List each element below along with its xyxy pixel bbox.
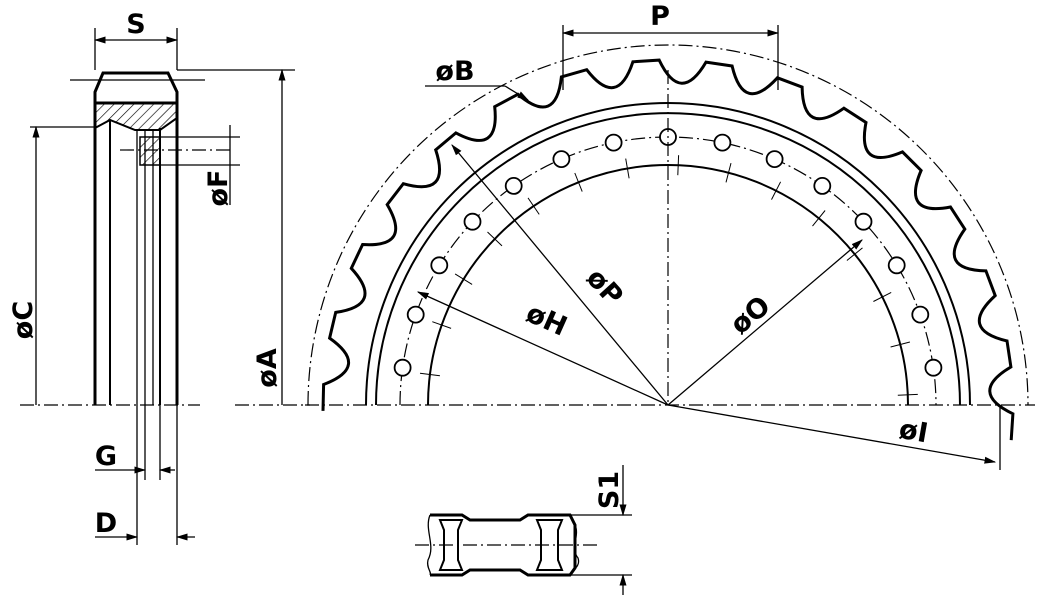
sprocket-front-view: øP øH øO øI øB P [305,1,1035,470]
rim-hatched-section [94,102,178,131]
diameter-a-dimension: øA [235,68,310,406]
label-oB: øB [435,56,474,87]
label-oI: øI [897,414,931,449]
bolt-hole [406,305,425,324]
bolt-holes-group [393,128,943,377]
bolt-hole [552,150,571,169]
sprocket-tooth-profile [321,58,1015,441]
tooth-tick [574,172,583,192]
tooth-crown-outline [93,71,179,105]
side-section-view: S øC øF G D [8,9,295,545]
tooth-tick [725,162,732,183]
tooth-tick [432,321,452,329]
label-oF: øF [203,170,234,207]
label-P: P [650,1,670,32]
tooth-tick [527,197,540,215]
label-oO: øO [725,290,777,340]
tooth-tick [873,291,892,302]
hub-circle-o [427,164,909,406]
tooth-tick [890,341,911,348]
tip-circle-b [307,44,1029,406]
tooth-center-ticks [419,155,918,396]
label-oA: øA [252,348,283,388]
bolt-hole [887,256,906,275]
label-S1: S1 [594,471,625,509]
radius-line-o [667,239,863,406]
radius-line-i [667,404,997,464]
label-S: S [126,9,145,40]
tooth-tick [897,393,918,396]
tooth-tick [419,372,440,377]
bolt-hole [911,305,930,324]
radius-line-h [416,291,669,406]
tooth-tick [812,210,826,227]
bolt-hole [813,176,832,195]
tooth-tick [771,181,782,200]
label-oC: øC [8,301,39,339]
bolt-hole [765,150,784,169]
segment-break-line [426,514,432,576]
label-oH: øH [521,298,571,343]
bolt-hole [463,212,482,231]
b-leader [504,85,529,101]
label-G: G [95,441,117,472]
label-D: D [95,508,117,539]
tooth-tick [487,231,503,247]
tooth-tick [625,158,630,179]
bolt-hole [430,256,449,275]
pocket-right [535,519,564,571]
label-oP: øP [580,263,629,312]
segment-break-right [574,524,580,569]
bolt-hole [604,133,623,152]
bolt-hole [854,212,873,231]
tooth-tick [454,273,473,285]
pocket-left [438,519,464,571]
bolt-hole [713,133,732,152]
tooth-tick [846,247,863,261]
radius-line-p [451,144,669,406]
tooth-tick [677,155,680,176]
bolt-hole-section [139,136,161,166]
bolt-hole [393,358,412,377]
bolt-hole [924,358,943,377]
bolt-hole [504,176,523,195]
segment-detail-view: S1 [415,465,632,595]
